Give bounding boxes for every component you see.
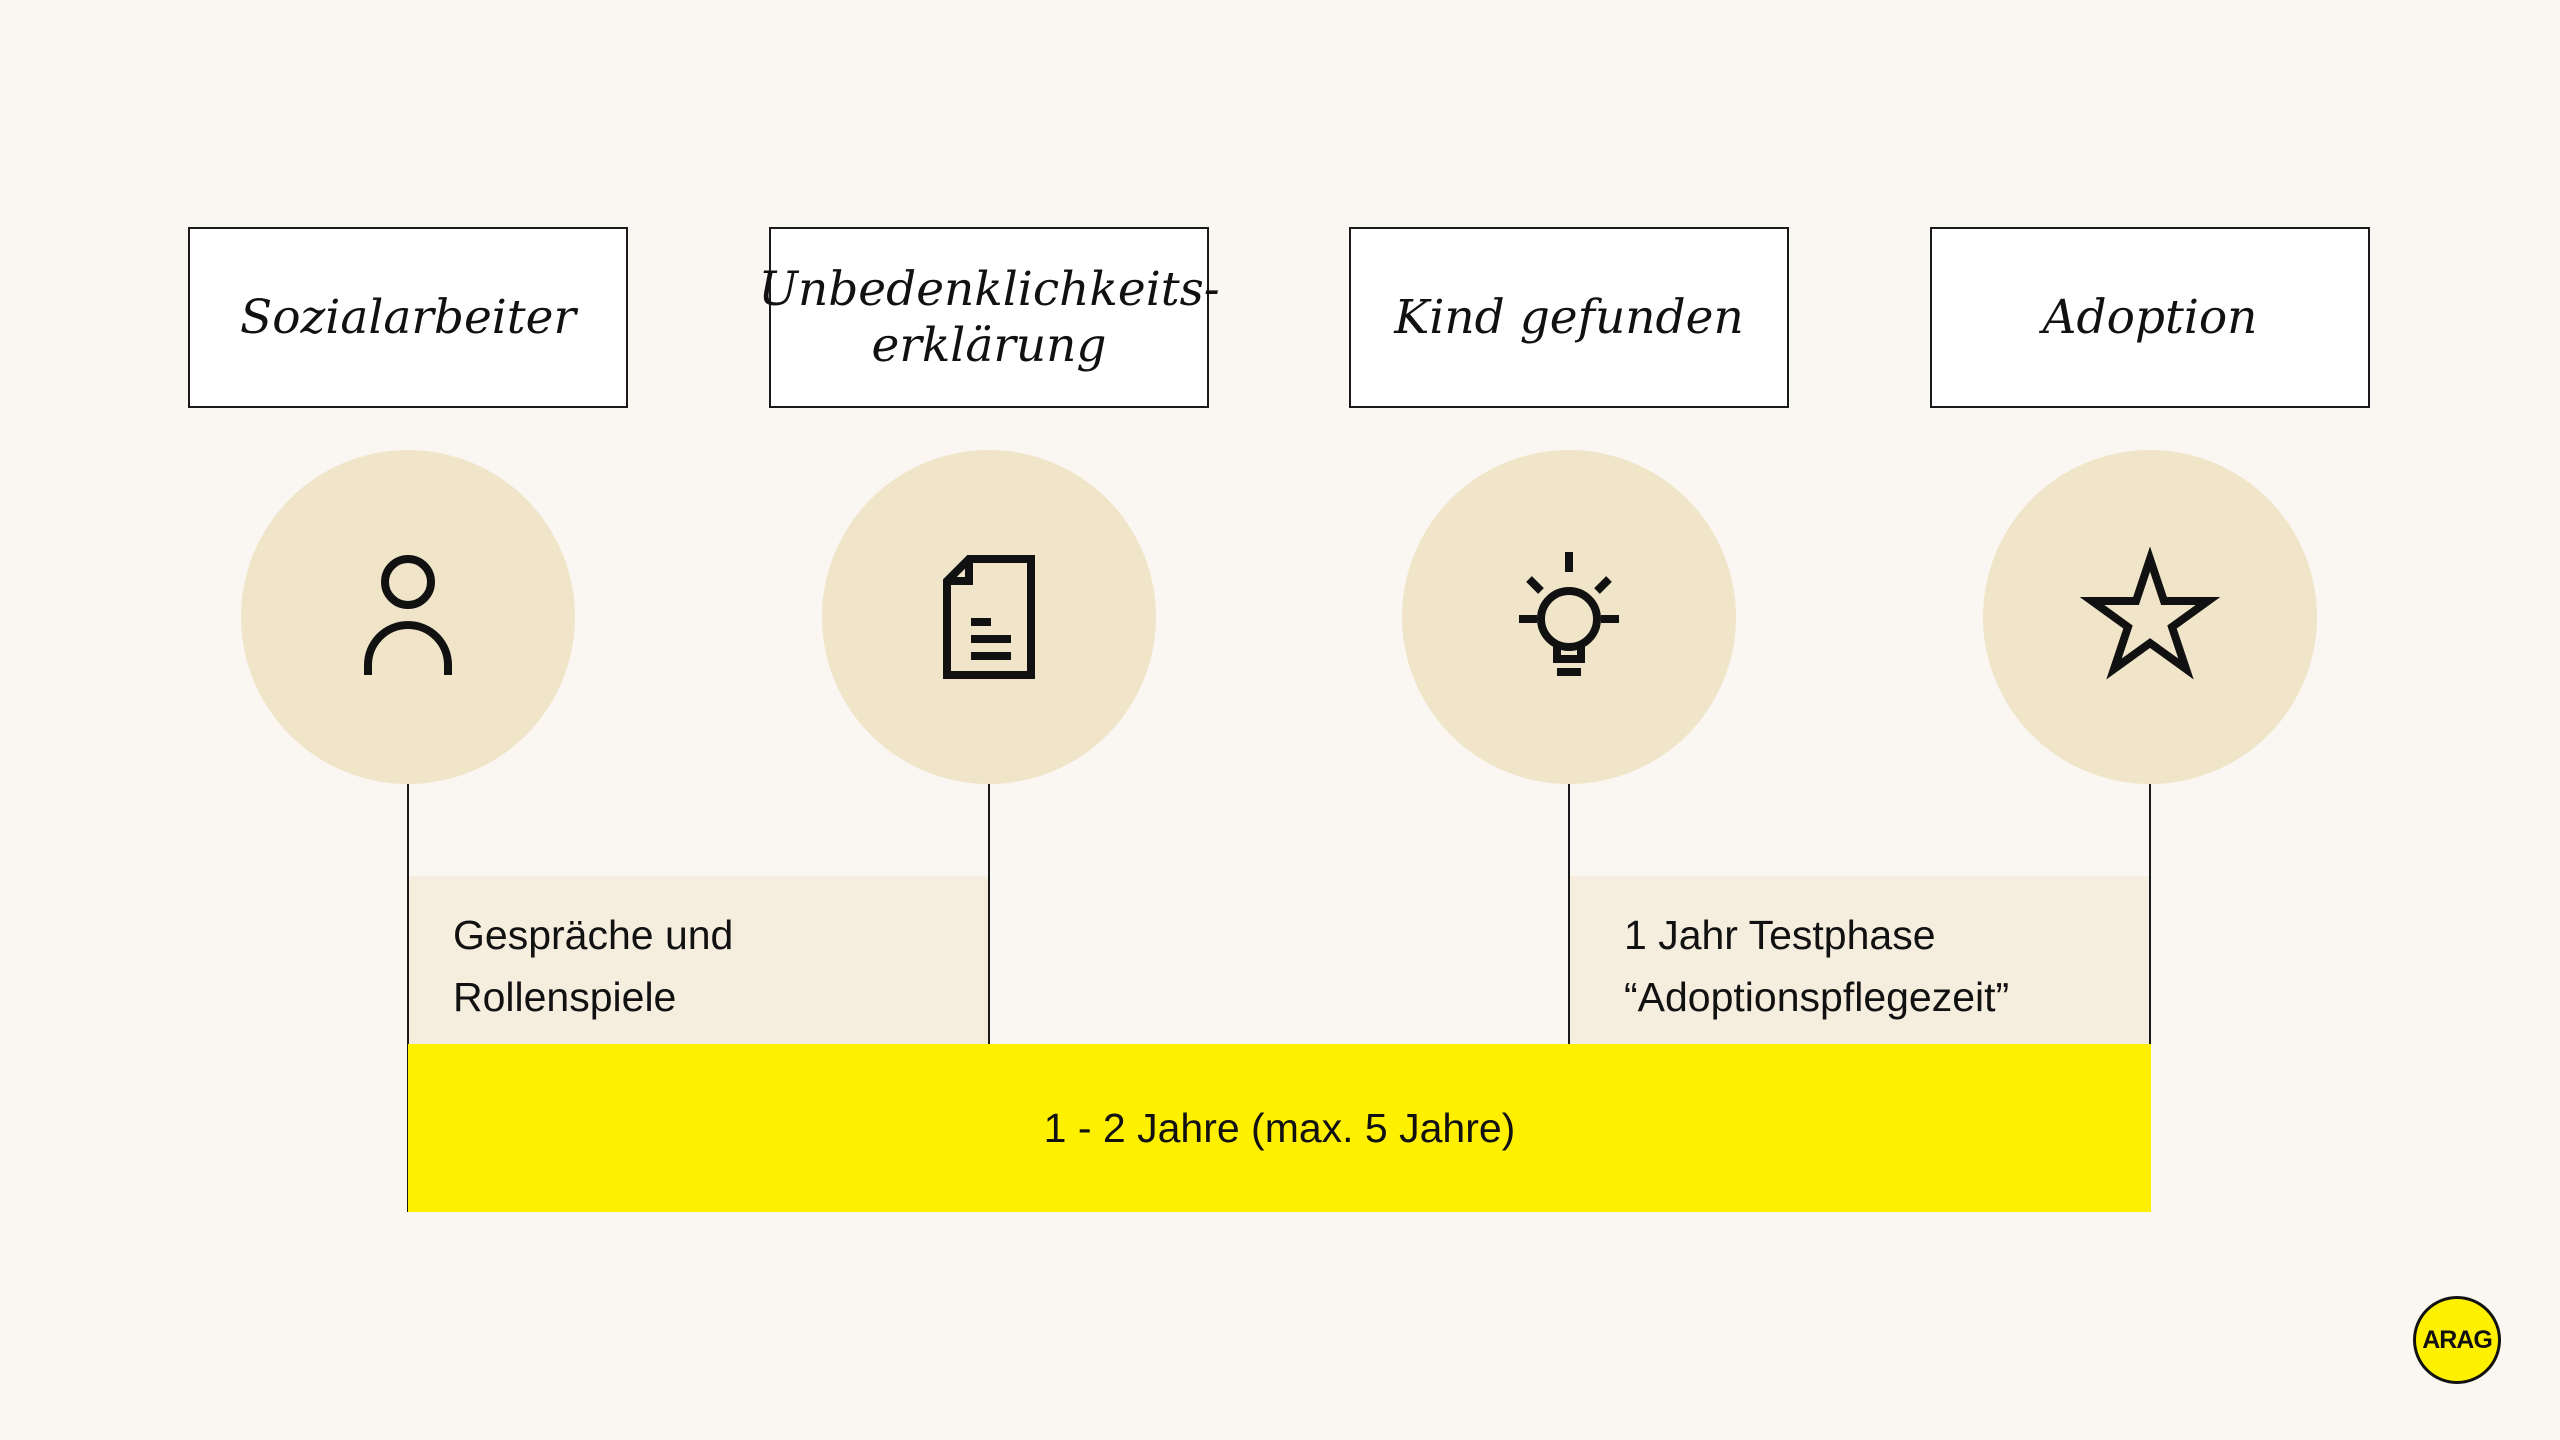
star-icon [2080,547,2220,680]
duration-label: 1 - 2 Jahre (max. 5 Jahre) [1043,1104,1516,1151]
step-box-kind-gefunden: Kind gefunden [1349,227,1789,408]
timeline-line-3 [1568,784,1570,1044]
step-box-sozialarbeiter: Sozialarbeiter [188,227,628,408]
person-icon [364,555,452,675]
step-circle-2 [822,450,1156,784]
arag-logo: ARAG [2413,1296,2501,1384]
timeline-line-4 [2149,784,2151,1212]
step-box-unbedenklichkeitserklaerung: Unbedenklichkeits- erklärung [758,227,1220,408]
logo-text: ARAG [2422,1325,2493,1354]
step-circle-4 [1983,450,2317,784]
phase-testphase: 1 Jahr Testphase “Adoptionspflegezeit” [1570,876,2149,1044]
step-circle-1 [241,450,575,784]
step-label: Sozialarbeiter [240,289,576,345]
duration-bar: 1 - 2 Jahre (max. 5 Jahre) [408,1044,2151,1212]
step-box-adoption: Adoption [1930,227,2370,408]
document-icon [943,555,1035,679]
step-label: Unbedenklichkeits- erklärung [758,261,1220,373]
phase-label: Gespräche und Rollenspiele [453,912,734,1020]
timeline-line-1 [407,784,409,1212]
timeline-line-2 [988,784,990,1044]
phase-gespraeche: Gespräche und Rollenspiele [409,876,988,1044]
phase-label: 1 Jahr Testphase “Adoptionspflegezeit” [1624,912,2010,1020]
step-label: Kind gefunden [1394,289,1744,345]
step-circle-3 [1402,450,1736,784]
step-label: Adoption [2042,289,2258,345]
lightbulb-icon [1519,552,1619,676]
